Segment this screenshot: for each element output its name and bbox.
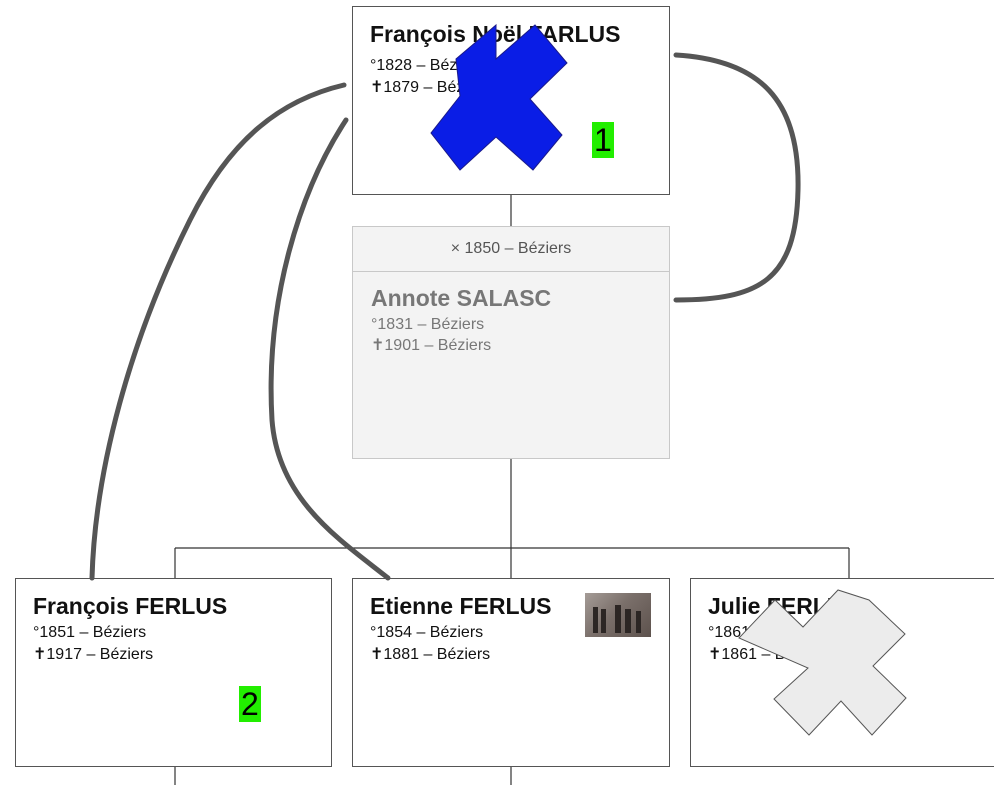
birth-icon: °	[371, 316, 378, 333]
gray-cross-icon[interactable]	[738, 589, 907, 736]
child2-death-line: ✝1881 – Béziers	[370, 644, 490, 664]
child-card-2[interactable]: Etienne FERLUS °1854 – Béziers ✝1881 – B…	[352, 578, 670, 767]
birth-icon: °	[370, 57, 377, 74]
birth-icon: °	[708, 624, 715, 641]
child2-death: 1881 – Béziers	[383, 646, 491, 663]
spouse-death: 1901 – Béziers	[384, 337, 492, 354]
child2-photo-thumbnail[interactable]	[585, 593, 651, 637]
child1-birth: 1851 – Béziers	[39, 624, 147, 641]
birth-icon: °	[33, 624, 40, 641]
child1-death-line: ✝1917 – Béziers	[33, 644, 153, 664]
curved-arrow-father-to-child2	[268, 117, 391, 581]
child2-birth: 1854 – Béziers	[376, 624, 484, 641]
birth-icon: °	[370, 624, 377, 641]
annotation-tag-1: 1	[592, 122, 614, 158]
child1-death: 1917 – Béziers	[46, 646, 154, 663]
death-icon: ✝	[371, 337, 385, 354]
spouse-death-line: ✝1901 – Béziers	[371, 335, 491, 355]
child1-birth-line: °1851 – Béziers	[33, 624, 146, 642]
death-icon: ✝	[708, 646, 722, 663]
child1-name: François FERLUS	[33, 593, 228, 619]
death-icon: ✝	[370, 79, 384, 96]
child2-birth-line: °1854 – Béziers	[370, 624, 483, 642]
annotation-tag-2: 2	[239, 686, 261, 722]
marriage-info: × 1850 – Béziers	[353, 227, 669, 272]
spouse-card[interactable]: × 1850 – Béziers Annote SALASC °1831 – B…	[352, 226, 670, 459]
spouse-name: Annote SALASC	[371, 285, 552, 311]
child2-name: Etienne FERLUS	[370, 593, 552, 619]
death-icon: ✝	[370, 646, 384, 663]
death-icon: ✝	[33, 646, 47, 663]
child-card-1[interactable]: François FERLUS °1851 – Béziers ✝1917 – …	[15, 578, 332, 767]
spouse-birth-line: °1831 – Béziers	[371, 316, 484, 334]
blue-cross-icon[interactable]	[430, 23, 568, 171]
spouse-birth: 1831 – Béziers	[377, 316, 485, 333]
curved-arrow-father-to-child1	[89, 82, 347, 581]
curved-arrow-father-to-spouse	[673, 52, 801, 303]
